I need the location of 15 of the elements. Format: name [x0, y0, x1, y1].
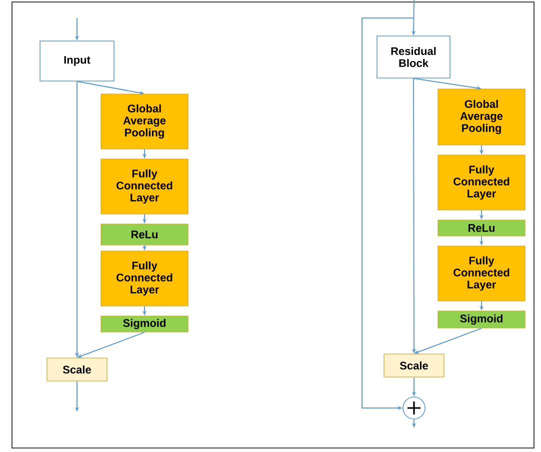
layer-box: Fully Connected Layer [100, 250, 188, 306]
scale-box: Scale [46, 358, 108, 382]
scale-box: Scale [384, 354, 444, 378]
layer-box: Fully Connected Layer [438, 154, 526, 210]
activation-box: ReLu [100, 224, 188, 246]
layer-box: Global Average Pooling [100, 94, 188, 150]
layer-box: Global Average Pooling [438, 88, 526, 146]
layer-box: Fully Connected Layer [100, 158, 188, 214]
input-box: Input [40, 40, 114, 82]
activation-box: Sigmoid [438, 310, 526, 328]
activation-box: ReLu [438, 220, 526, 236]
layer-box: Fully Connected Layer [438, 246, 526, 302]
sum-circle [402, 396, 426, 420]
activation-box: Sigmoid [100, 316, 188, 332]
input-box: Residual Block [376, 36, 450, 78]
